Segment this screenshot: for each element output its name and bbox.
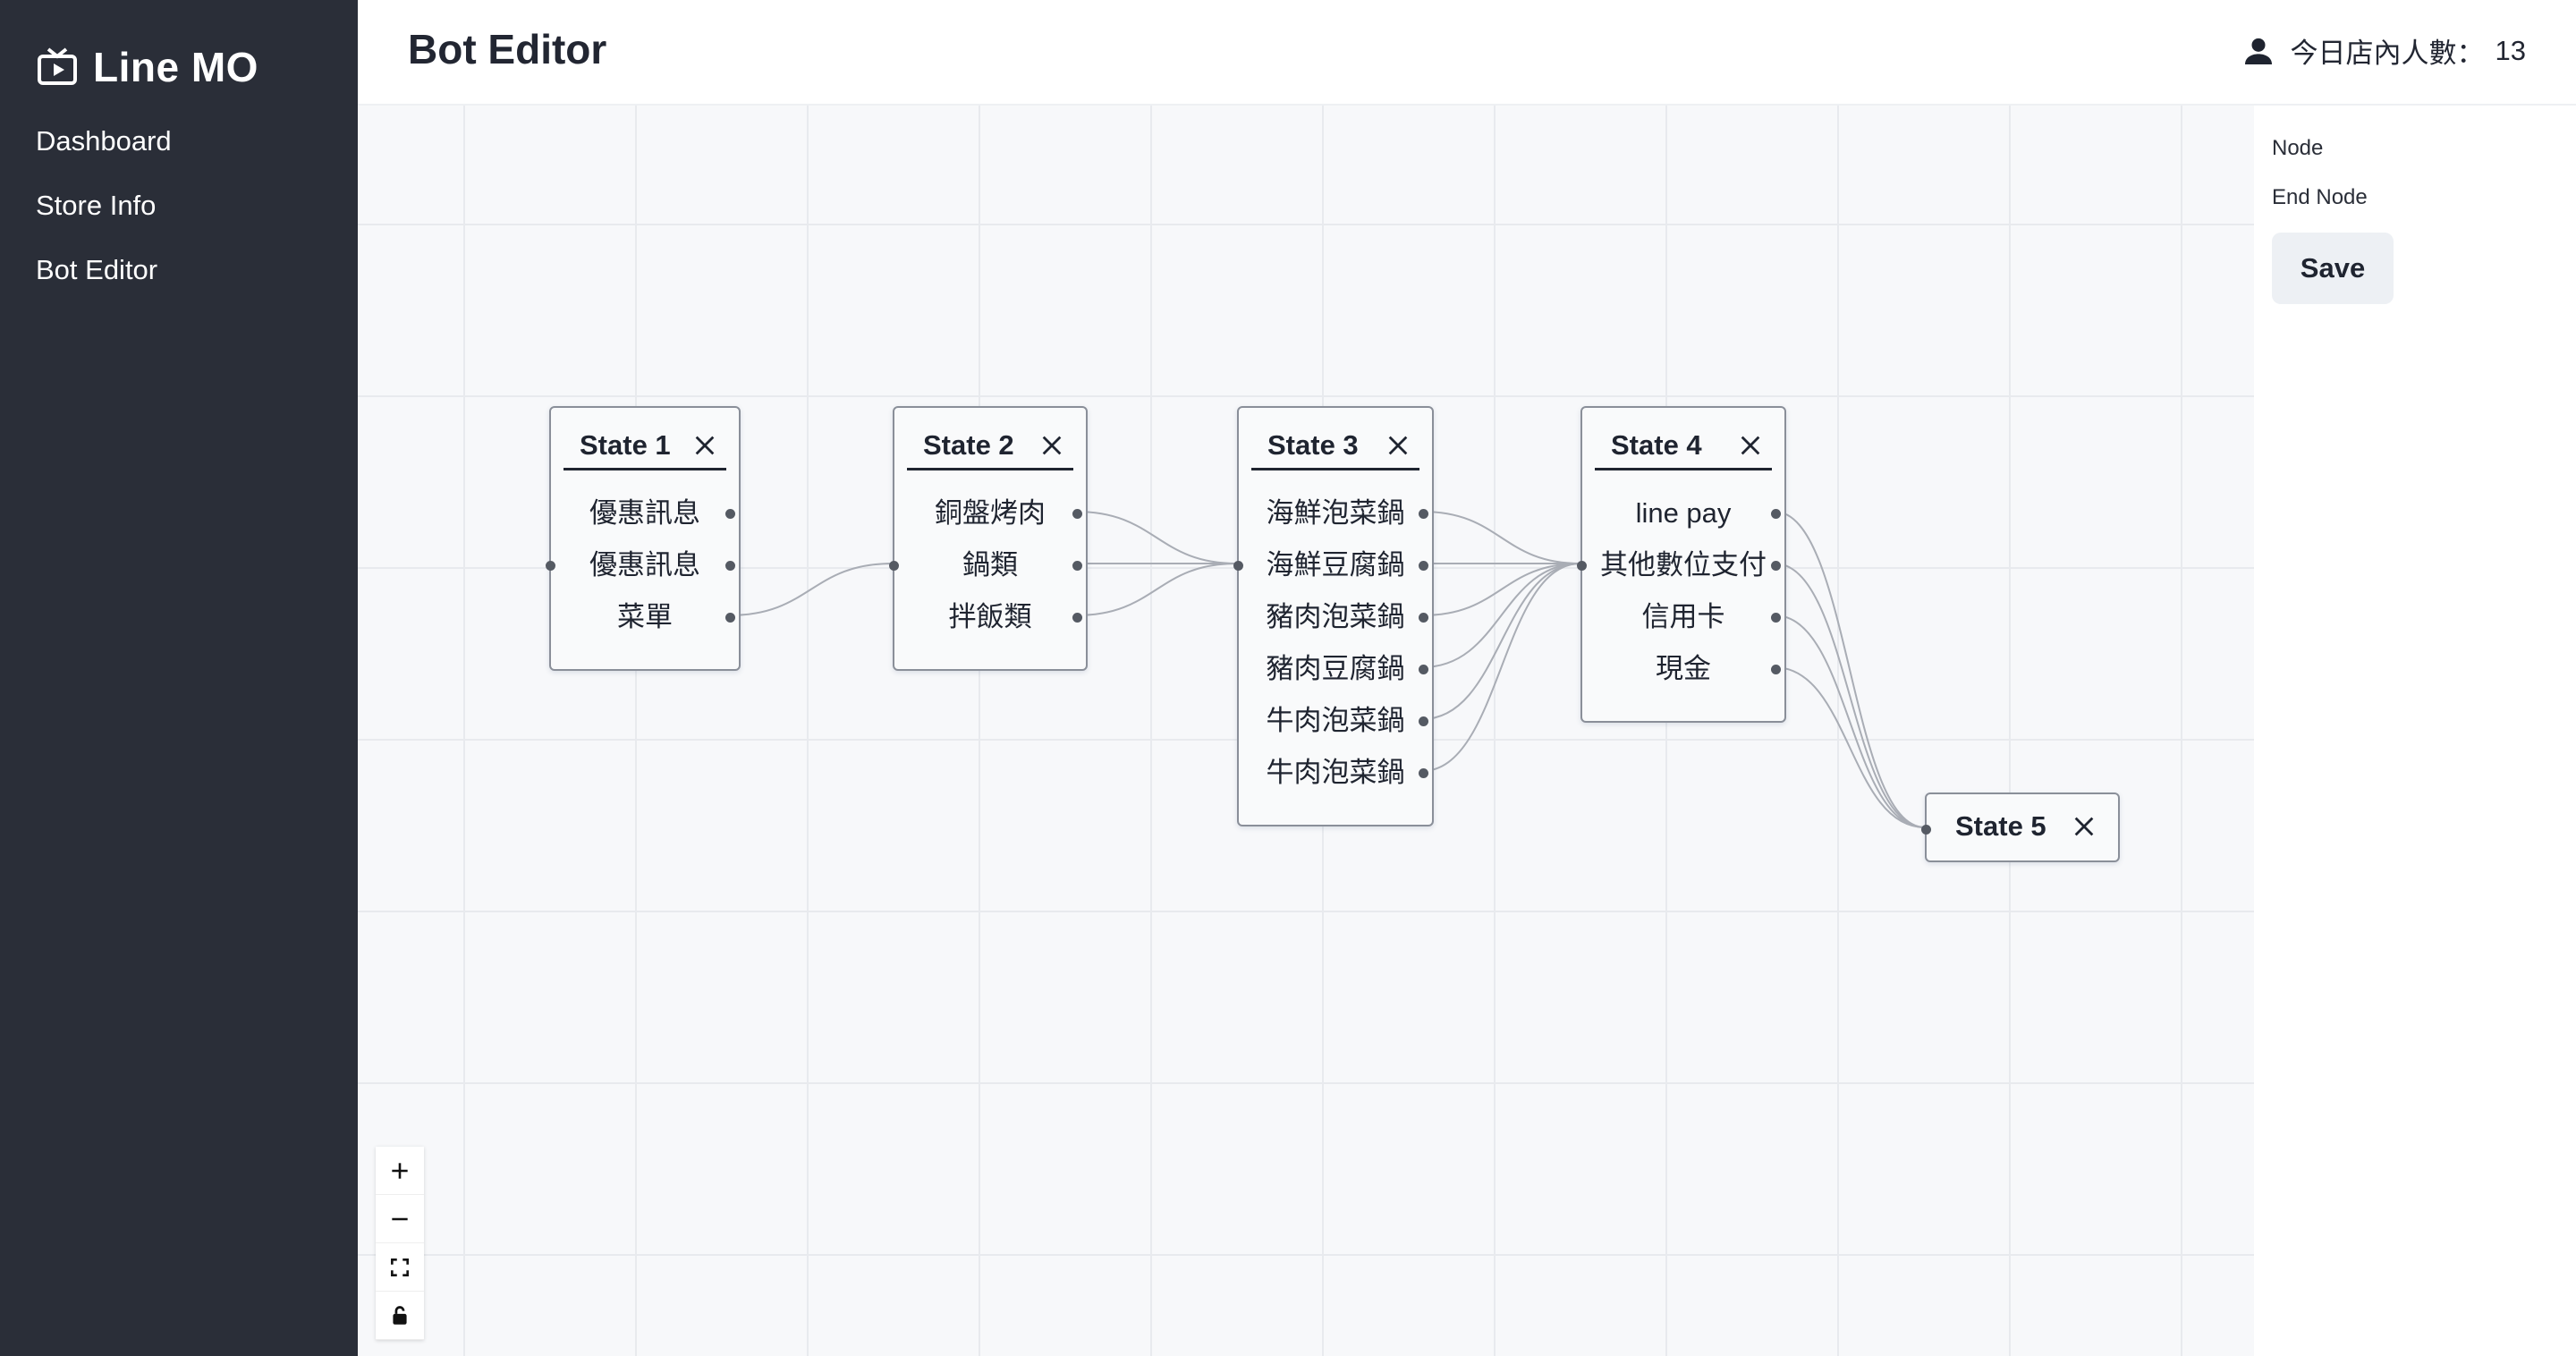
flow-node[interactable]: State 2 銅盤烤肉鍋類拌飯類 xyxy=(888,406,1088,671)
node-header: State 2 xyxy=(907,426,1073,470)
target-handle[interactable] xyxy=(545,560,555,571)
source-handle[interactable] xyxy=(1419,560,1428,571)
node-header: State 4 xyxy=(1595,426,1772,470)
node-option[interactable]: 海鮮泡菜鍋 xyxy=(1266,497,1405,529)
node-option[interactable]: 優惠訊息 xyxy=(589,549,700,581)
source-handle[interactable] xyxy=(1771,612,1781,623)
source-handle[interactable] xyxy=(1072,612,1082,623)
node-header: State 1 xyxy=(564,426,726,470)
brand[interactable]: Line MO xyxy=(36,39,258,95)
flow-edge[interactable] xyxy=(1774,666,1926,828)
flow-edge[interactable] xyxy=(1075,511,1238,564)
node-palette: Node End Node Save xyxy=(2254,106,2576,1356)
close-icon[interactable] xyxy=(692,433,717,458)
node-option[interactable]: 其他數位支付 xyxy=(1600,549,1767,581)
page-title: Bot Editor xyxy=(408,26,607,72)
zoom-in-button[interactable] xyxy=(376,1147,424,1195)
sidebar-item-store-info[interactable]: Store Info xyxy=(36,190,157,221)
person-icon xyxy=(2244,38,2272,64)
node-option[interactable]: 鍋類 xyxy=(962,549,1018,581)
save-button[interactable]: Save xyxy=(2272,233,2394,304)
node-option[interactable]: 牛肉泡菜鍋 xyxy=(1266,757,1405,788)
node-option[interactable]: 優惠訊息 xyxy=(589,497,700,529)
source-handle[interactable] xyxy=(1072,560,1082,571)
palette-node[interactable]: Node xyxy=(2272,136,2324,160)
zoom-controls xyxy=(376,1147,424,1340)
node-title: State 4 xyxy=(1611,429,1702,461)
node-option[interactable]: 牛肉泡菜鍋 xyxy=(1266,705,1405,736)
flow-edge[interactable] xyxy=(728,563,894,616)
node-option[interactable]: 菜單 xyxy=(617,601,673,632)
node-title: State 5 xyxy=(1955,810,2046,842)
flow-edge[interactable] xyxy=(1075,563,1238,616)
source-handle[interactable] xyxy=(1419,767,1428,778)
source-handle[interactable] xyxy=(725,508,735,519)
flow-edge[interactable] xyxy=(1774,563,1926,828)
target-handle[interactable] xyxy=(1576,560,1587,571)
fit-view-button[interactable] xyxy=(376,1243,424,1292)
zoom-out-icon xyxy=(392,1217,408,1220)
user-count-value: 13 xyxy=(2495,34,2526,66)
source-handle[interactable] xyxy=(1771,560,1781,571)
user-count-label: 今日店內人數： xyxy=(2290,38,2485,69)
target-handle[interactable] xyxy=(1920,824,1931,835)
source-handle[interactable] xyxy=(725,560,735,571)
tv-play-icon xyxy=(38,47,77,85)
zoom-in-icon xyxy=(392,1162,408,1179)
source-handle[interactable] xyxy=(1072,508,1082,519)
close-icon[interactable] xyxy=(1738,433,1763,458)
source-handle[interactable] xyxy=(1419,508,1428,519)
flow-edges xyxy=(728,511,1926,828)
node-title: State 3 xyxy=(1267,429,1359,461)
zoom-out-button[interactable] xyxy=(376,1195,424,1243)
target-handle[interactable] xyxy=(1233,560,1243,571)
header: Bot Editor 今日店內人數： 13 xyxy=(358,0,2576,106)
node-option[interactable]: 現金 xyxy=(1656,653,1711,684)
sidebar-nav: Dashboard Store Info Bot Editor xyxy=(36,118,172,311)
close-icon[interactable] xyxy=(1039,433,1064,458)
node-option[interactable]: 豬肉豆腐鍋 xyxy=(1266,653,1405,684)
source-handle[interactable] xyxy=(1771,664,1781,674)
flow-node[interactable]: State 4 line pay 其他數位支付信用卡現金 xyxy=(1576,406,1786,723)
node-header: State 3 xyxy=(1251,426,1419,470)
flow-edge[interactable] xyxy=(1774,614,1926,828)
flow-edge[interactable] xyxy=(1421,563,1581,616)
close-icon[interactable] xyxy=(1385,433,1411,458)
lock-button[interactable] xyxy=(376,1292,424,1340)
user-status: 今日店內人數： 13 xyxy=(2241,30,2526,71)
source-handle[interactable] xyxy=(1771,508,1781,519)
close-icon[interactable] xyxy=(2072,814,2097,839)
source-handle[interactable] xyxy=(725,612,735,623)
fit-view-icon xyxy=(391,1258,409,1276)
palette-end-node[interactable]: End Node xyxy=(2272,185,2368,209)
node-title: State 2 xyxy=(923,429,1014,461)
node-title: State 1 xyxy=(580,429,671,461)
sidebar: Line MO Dashboard Store Info Bot Editor xyxy=(0,0,358,1356)
app-title: Line MO xyxy=(93,44,258,90)
sidebar-item-dashboard[interactable]: Dashboard xyxy=(36,125,172,157)
target-handle[interactable] xyxy=(888,560,899,571)
node-option[interactable]: 信用卡 xyxy=(1641,601,1725,632)
node-option[interactable]: 海鮮豆腐鍋 xyxy=(1266,549,1405,581)
source-handle[interactable] xyxy=(1419,612,1428,623)
flow-edge[interactable] xyxy=(1421,563,1581,720)
flow-edge[interactable] xyxy=(1421,563,1581,772)
node-option[interactable]: 豬肉泡菜鍋 xyxy=(1266,601,1405,632)
flow-node[interactable]: State 5 xyxy=(1920,792,2120,862)
node-header: State 5 xyxy=(1939,807,2106,852)
flow-edge[interactable] xyxy=(1421,563,1581,668)
node-option[interactable]: 銅盤烤肉 xyxy=(935,497,1046,529)
lock-icon xyxy=(393,1305,407,1325)
flow-edge[interactable] xyxy=(1774,511,1926,828)
source-handle[interactable] xyxy=(1419,716,1428,726)
node-option[interactable]: 拌飯類 xyxy=(948,601,1032,632)
flow-edge[interactable] xyxy=(1421,511,1581,564)
sidebar-item-bot-editor[interactable]: Bot Editor xyxy=(36,254,158,285)
node-option[interactable]: line pay xyxy=(1635,497,1732,529)
source-handle[interactable] xyxy=(1419,664,1428,674)
